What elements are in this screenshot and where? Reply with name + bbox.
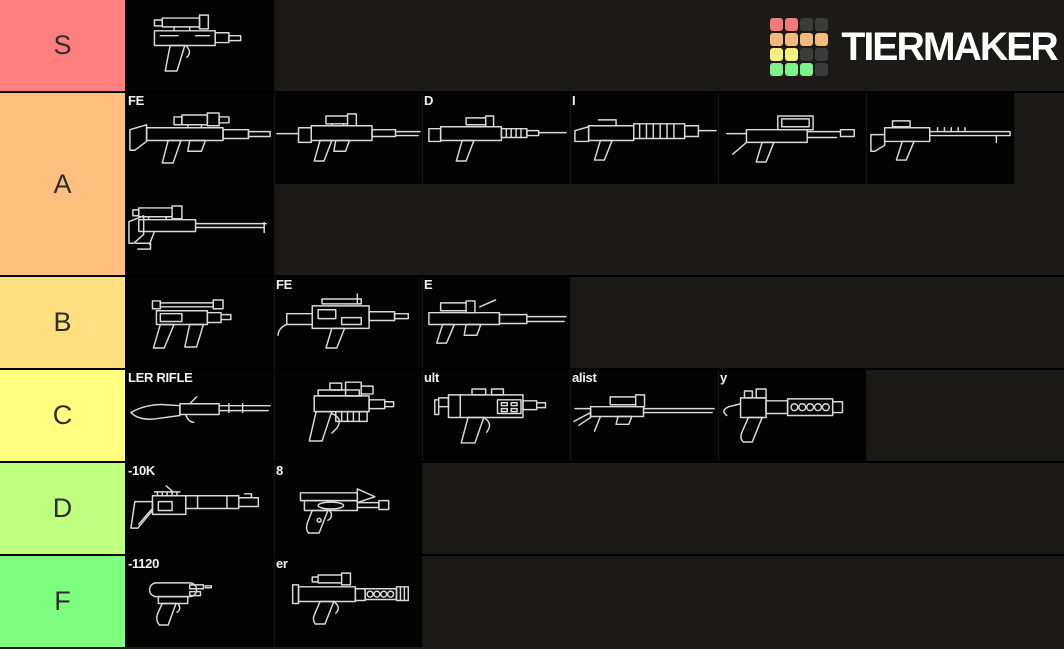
- tier-label-a[interactable]: A: [0, 93, 127, 275]
- logo-square-dark: [815, 48, 829, 61]
- heavy-blaster-rifle-icon: [277, 293, 410, 349]
- weapon-label: ult: [424, 370, 439, 385]
- weapon-label: D: [424, 93, 434, 108]
- compact-blaster-icon: [151, 299, 232, 349]
- logo-square-green: [770, 63, 784, 76]
- weapon-label: LER RIFLE: [128, 370, 193, 385]
- tier-label-d[interactable]: D: [0, 463, 127, 554]
- weapon-label: er: [276, 556, 288, 571]
- tier-dropzone-c[interactable]: LER RIFLE ult alist y: [127, 370, 1064, 461]
- scoped-heavy-pistol-icon: [308, 381, 395, 442]
- logo-square-green: [785, 63, 799, 76]
- logo-square-dark: [815, 63, 829, 76]
- weapon-cell[interactable]: [867, 93, 1015, 184]
- tier-letter: B: [53, 307, 72, 337]
- weapon-cell[interactable]: FE: [275, 277, 423, 368]
- weapon-cell[interactable]: [127, 277, 275, 368]
- weapon-label: 8: [276, 463, 283, 478]
- tier-label-f[interactable]: F: [0, 556, 127, 647]
- tier-row-d: D -10K 8: [0, 463, 1064, 556]
- scoped-battle-rifle-icon: [129, 112, 271, 164]
- weapon-cell[interactable]: LER RIFLE: [127, 370, 275, 461]
- tier-dropzone-d[interactable]: -10K 8: [127, 463, 1064, 554]
- weapon-cell[interactable]: [127, 184, 275, 275]
- tier-letter: A: [53, 168, 72, 199]
- weapon-cell[interactable]: [275, 93, 423, 184]
- scoped-sniper-rifle-icon: [128, 205, 267, 250]
- scoped-pistol-icon: [153, 14, 242, 72]
- bulky-blaster-icon: [434, 388, 547, 444]
- weapon-label: y: [720, 370, 727, 385]
- assault-blaster-rifle-icon: [428, 115, 567, 162]
- tier-dropzone-b[interactable]: FE E: [127, 277, 1064, 368]
- drum-barrel-blaster-icon: [723, 388, 844, 443]
- weapon-cell[interactable]: -10K: [127, 463, 275, 554]
- tier-dropzone-a[interactable]: FE D I: [127, 93, 1064, 275]
- thin-long-rifle-icon: [870, 120, 1011, 161]
- weapon-cell[interactable]: [127, 0, 275, 91]
- long-scoped-blaster-icon: [428, 299, 567, 344]
- tier-dropzone-f[interactable]: -1120 er: [127, 556, 1064, 647]
- weapon-cell[interactable]: D: [423, 93, 571, 184]
- weapon-label: E: [424, 277, 433, 292]
- tier-label-c[interactable]: C: [0, 370, 127, 461]
- logo-square-orange: [785, 33, 799, 46]
- logo-square-orange: [815, 33, 829, 46]
- tier-row-f: F -1120 er: [0, 556, 1064, 647]
- weapon-label: FE: [276, 277, 293, 292]
- tiermaker-logo[interactable]: TIERMAKER: [770, 18, 1059, 76]
- logo-square-yellow: [785, 48, 799, 61]
- tier-row-s: S: [0, 0, 1064, 93]
- weapon-cell[interactable]: ult: [423, 370, 571, 461]
- perforated-barrel-carbine-icon: [291, 572, 410, 625]
- logo-square-orange: [800, 33, 814, 46]
- flat-pistol-icon: [299, 488, 390, 534]
- weapon-label: -1120: [128, 556, 160, 571]
- weapon-cell[interactable]: alist: [571, 370, 719, 461]
- weapon-cell[interactable]: -1120: [127, 556, 275, 647]
- tier-row-c: C LER RIFLE ult alist y: [0, 370, 1064, 463]
- weapon-label: I: [572, 93, 576, 108]
- tier-dropzone-s[interactable]: [127, 0, 1064, 91]
- tier-label-s[interactable]: S: [0, 0, 127, 91]
- logo-square-dark: [815, 18, 829, 31]
- logo-square-orange: [770, 33, 784, 46]
- tier-row-a: A FE D I: [0, 93, 1064, 277]
- tier-letter: C: [52, 400, 73, 430]
- logo-square-dark: [800, 48, 814, 61]
- weapon-cell[interactable]: y: [719, 370, 867, 461]
- shrouded-barrel-rifle-icon: [574, 119, 717, 161]
- weapon-label: alist: [572, 370, 597, 385]
- weapon-cell[interactable]: E: [423, 277, 571, 368]
- tier-letter: D: [52, 493, 73, 523]
- weapon-label: -10K: [128, 463, 155, 478]
- tier-letter: S: [53, 30, 72, 60]
- weapon-cell[interactable]: FE: [127, 93, 275, 184]
- weapon-cell[interactable]: 8: [275, 463, 423, 554]
- weapon-cell[interactable]: I: [571, 93, 719, 184]
- logo-square-green: [800, 63, 814, 76]
- boxy-receiver-rifle-icon: [726, 115, 855, 163]
- weapon-cell[interactable]: [719, 93, 867, 184]
- long-blaster-rifle-icon: [276, 113, 421, 162]
- weapon-cell[interactable]: er: [275, 556, 423, 647]
- logo-square-yellow: [770, 48, 784, 61]
- tier-row-b: B FE E: [0, 277, 1064, 370]
- tier-label-b[interactable]: B: [0, 277, 127, 368]
- logo-square-dark: [800, 18, 814, 31]
- weapon-cell[interactable]: [275, 370, 423, 461]
- tier-letter: F: [54, 586, 71, 616]
- weapon-label: FE: [128, 93, 145, 108]
- logo-square-red: [785, 18, 799, 31]
- logo-square-red: [770, 18, 784, 31]
- tiermaker-logo-text: TIERMAKER: [841, 25, 1059, 69]
- tiermaker-logo-grid-icon: [770, 18, 829, 76]
